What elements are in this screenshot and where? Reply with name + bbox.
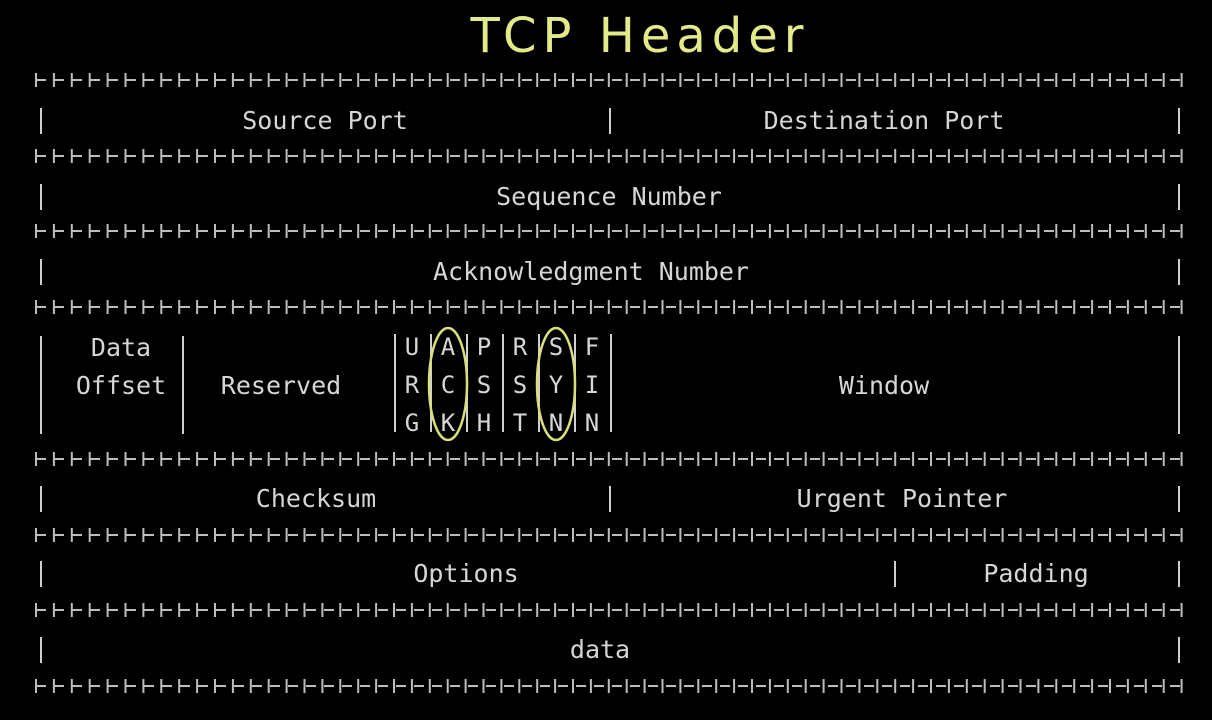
destination-port-label: Destination Port	[763, 106, 1005, 135]
flag-letter: R	[404, 371, 420, 399]
flag-divider	[502, 334, 504, 432]
flag-divider	[430, 334, 432, 432]
flag-letter: S	[512, 371, 528, 399]
flag-letter: P	[476, 333, 492, 361]
left-edge	[40, 259, 42, 285]
flag-divider	[466, 334, 468, 432]
right-edge	[1178, 108, 1180, 134]
flag-letter: C	[440, 371, 456, 399]
checksum-label: Checksum	[255, 484, 377, 513]
divider	[609, 108, 611, 134]
flag-letter: R	[512, 333, 528, 361]
title-text: TCP Header	[470, 8, 810, 64]
right-edge	[1178, 486, 1180, 512]
left-edge	[40, 336, 42, 434]
options-label: Options	[413, 559, 519, 588]
flag-letter: N	[548, 409, 564, 437]
divider	[182, 336, 184, 434]
source-port-label: Source Port	[242, 106, 408, 135]
flag-letter: S	[476, 371, 492, 399]
flag-letter: F	[584, 333, 600, 361]
flag-letter: S	[548, 333, 564, 361]
data-offset-label-line2: Offset	[75, 371, 167, 400]
window-label: Window	[838, 371, 930, 400]
right-edge	[1178, 637, 1180, 663]
diagram-title: TCP Header	[470, 8, 810, 64]
left-edge	[40, 486, 42, 512]
right-edge	[1178, 259, 1180, 285]
flag-letter: A	[440, 333, 456, 361]
urgent-pointer-label: Urgent Pointer	[796, 484, 1008, 513]
divider	[894, 561, 896, 587]
sequence-number-label: Sequence Number	[496, 182, 722, 211]
flag-letter: G	[404, 409, 420, 437]
flag-divider	[610, 334, 612, 432]
right-edge	[1178, 561, 1180, 587]
divider	[609, 486, 611, 512]
flag-letter: I	[584, 371, 600, 399]
data-offset-label-line1: Data	[90, 333, 152, 362]
data-label: data	[569, 635, 631, 664]
flag-letter: N	[584, 409, 600, 437]
flag-letter: Y	[548, 371, 564, 399]
flag-letter: K	[440, 409, 456, 437]
right-edge	[1178, 184, 1180, 210]
reserved-label: Reserved	[220, 371, 342, 400]
flag-divider	[394, 334, 396, 432]
flag-letter: T	[512, 409, 528, 437]
left-edge	[40, 561, 42, 587]
flag-divider	[574, 334, 576, 432]
left-edge	[40, 637, 42, 663]
flag-letter: H	[476, 409, 492, 437]
flag-letter: U	[404, 333, 420, 361]
acknowledgment-number-label: Acknowledgment Number	[432, 257, 750, 286]
flag-divider	[538, 334, 540, 432]
right-edge	[1178, 336, 1180, 434]
left-edge	[40, 108, 42, 134]
left-edge	[40, 184, 42, 210]
padding-label: Padding	[983, 559, 1089, 588]
